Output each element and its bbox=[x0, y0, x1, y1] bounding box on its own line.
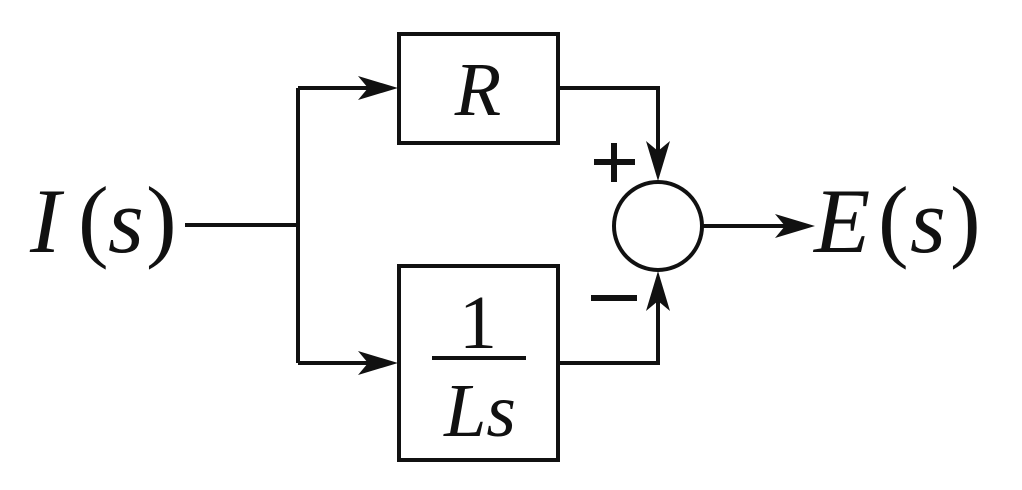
arrow-to-inv-ls-icon bbox=[358, 351, 398, 375]
input-open-paren: ( bbox=[78, 168, 109, 270]
output-arg: s bbox=[910, 170, 946, 272]
wire-r-to-sum bbox=[558, 86, 660, 165]
input-symbol: I bbox=[29, 170, 65, 272]
summing-junction bbox=[612, 180, 704, 272]
input-close-paren: ) bbox=[146, 168, 177, 270]
output-symbol: E bbox=[812, 170, 870, 272]
arrow-r-to-sum-icon bbox=[646, 141, 670, 181]
block-r-box bbox=[397, 32, 560, 145]
input-label: I ( s ) bbox=[29, 168, 177, 272]
wire-inv-ls-to-sum bbox=[558, 285, 660, 365]
output-open-paren: ( bbox=[878, 168, 909, 270]
arrow-to-r-icon bbox=[358, 76, 398, 100]
block-r-label: R bbox=[454, 48, 501, 132]
input-arg: s bbox=[108, 170, 144, 272]
plus-sign-icon bbox=[594, 143, 635, 182]
block-inv-ls-numerator: 1 bbox=[459, 281, 497, 365]
arrow-inv-ls-to-sum-icon bbox=[646, 271, 670, 311]
arrow-output-icon bbox=[775, 214, 815, 238]
output-close-paren: ) bbox=[950, 168, 981, 270]
block-r: R bbox=[397, 32, 560, 145]
output-label: E ( s ) bbox=[812, 168, 981, 272]
block-inv-ls: 1 Ls bbox=[397, 264, 560, 462]
block-inv-ls-denominator: Ls bbox=[443, 369, 516, 453]
